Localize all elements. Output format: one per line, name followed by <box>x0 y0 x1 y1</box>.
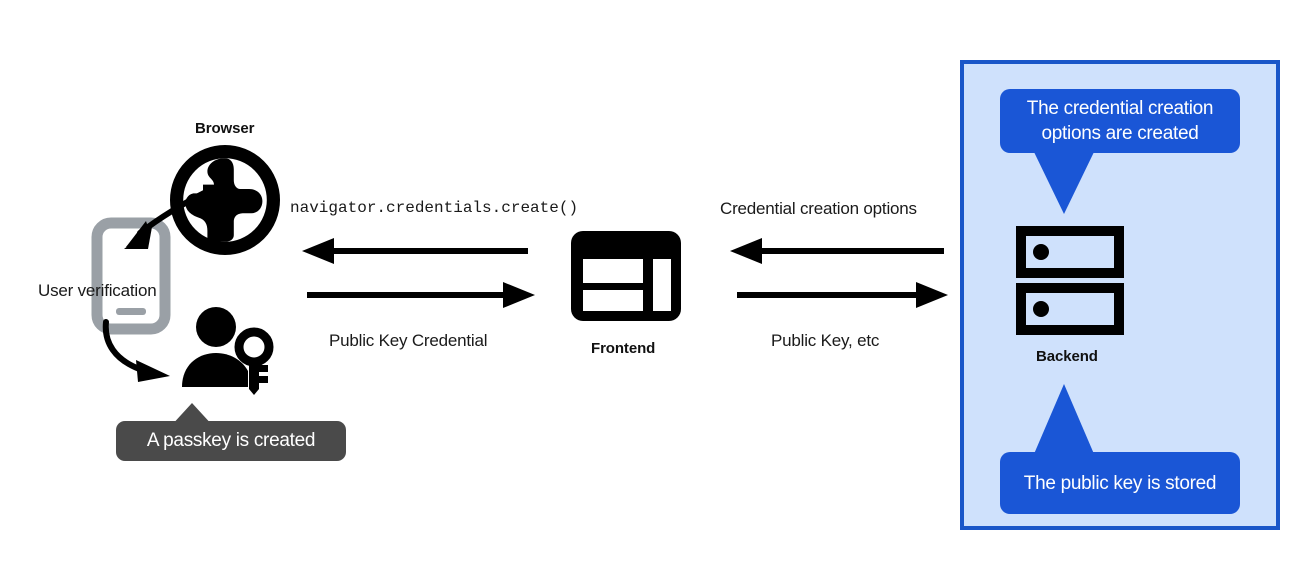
arrow-frontend-backend-right <box>735 282 950 308</box>
frontend-label: Frontend <box>591 340 656 357</box>
smartphone-icon <box>91 217 171 335</box>
window-layout-icon <box>568 228 684 324</box>
backend-label: Backend <box>1036 348 1098 365</box>
browser-label: Browser <box>195 120 255 137</box>
flow-label-public-key-etc: Public Key, etc <box>771 331 880 350</box>
callout-public-key-stored-pointer <box>1034 384 1094 454</box>
flow-label-credential-creation-options: Credential creation options <box>720 199 917 218</box>
arrow-browser-frontend-right <box>305 282 537 308</box>
arrow-browser-frontend-left <box>300 238 535 264</box>
flow-label-navigator-create: navigator.credentials.create() <box>290 199 579 217</box>
callout-credential-creation: The credential creation options are crea… <box>1000 89 1240 153</box>
passkey-tooltip: A passkey is created <box>116 421 346 461</box>
curved-arrow-browser-to-phone <box>100 185 220 275</box>
globe-icon <box>170 145 280 255</box>
callout-public-key-stored: The public key is stored <box>1000 452 1240 514</box>
person-with-key-icon <box>180 305 280 395</box>
user-verification-label: User verification <box>38 281 157 300</box>
flow-label-public-key-credential: Public Key Credential <box>329 331 488 350</box>
arrow-frontend-backend-left <box>728 238 950 264</box>
callout-credential-creation-pointer <box>1034 152 1094 214</box>
curved-arrow-phone-to-user <box>100 318 200 388</box>
server-rack-icon <box>1016 226 1124 336</box>
